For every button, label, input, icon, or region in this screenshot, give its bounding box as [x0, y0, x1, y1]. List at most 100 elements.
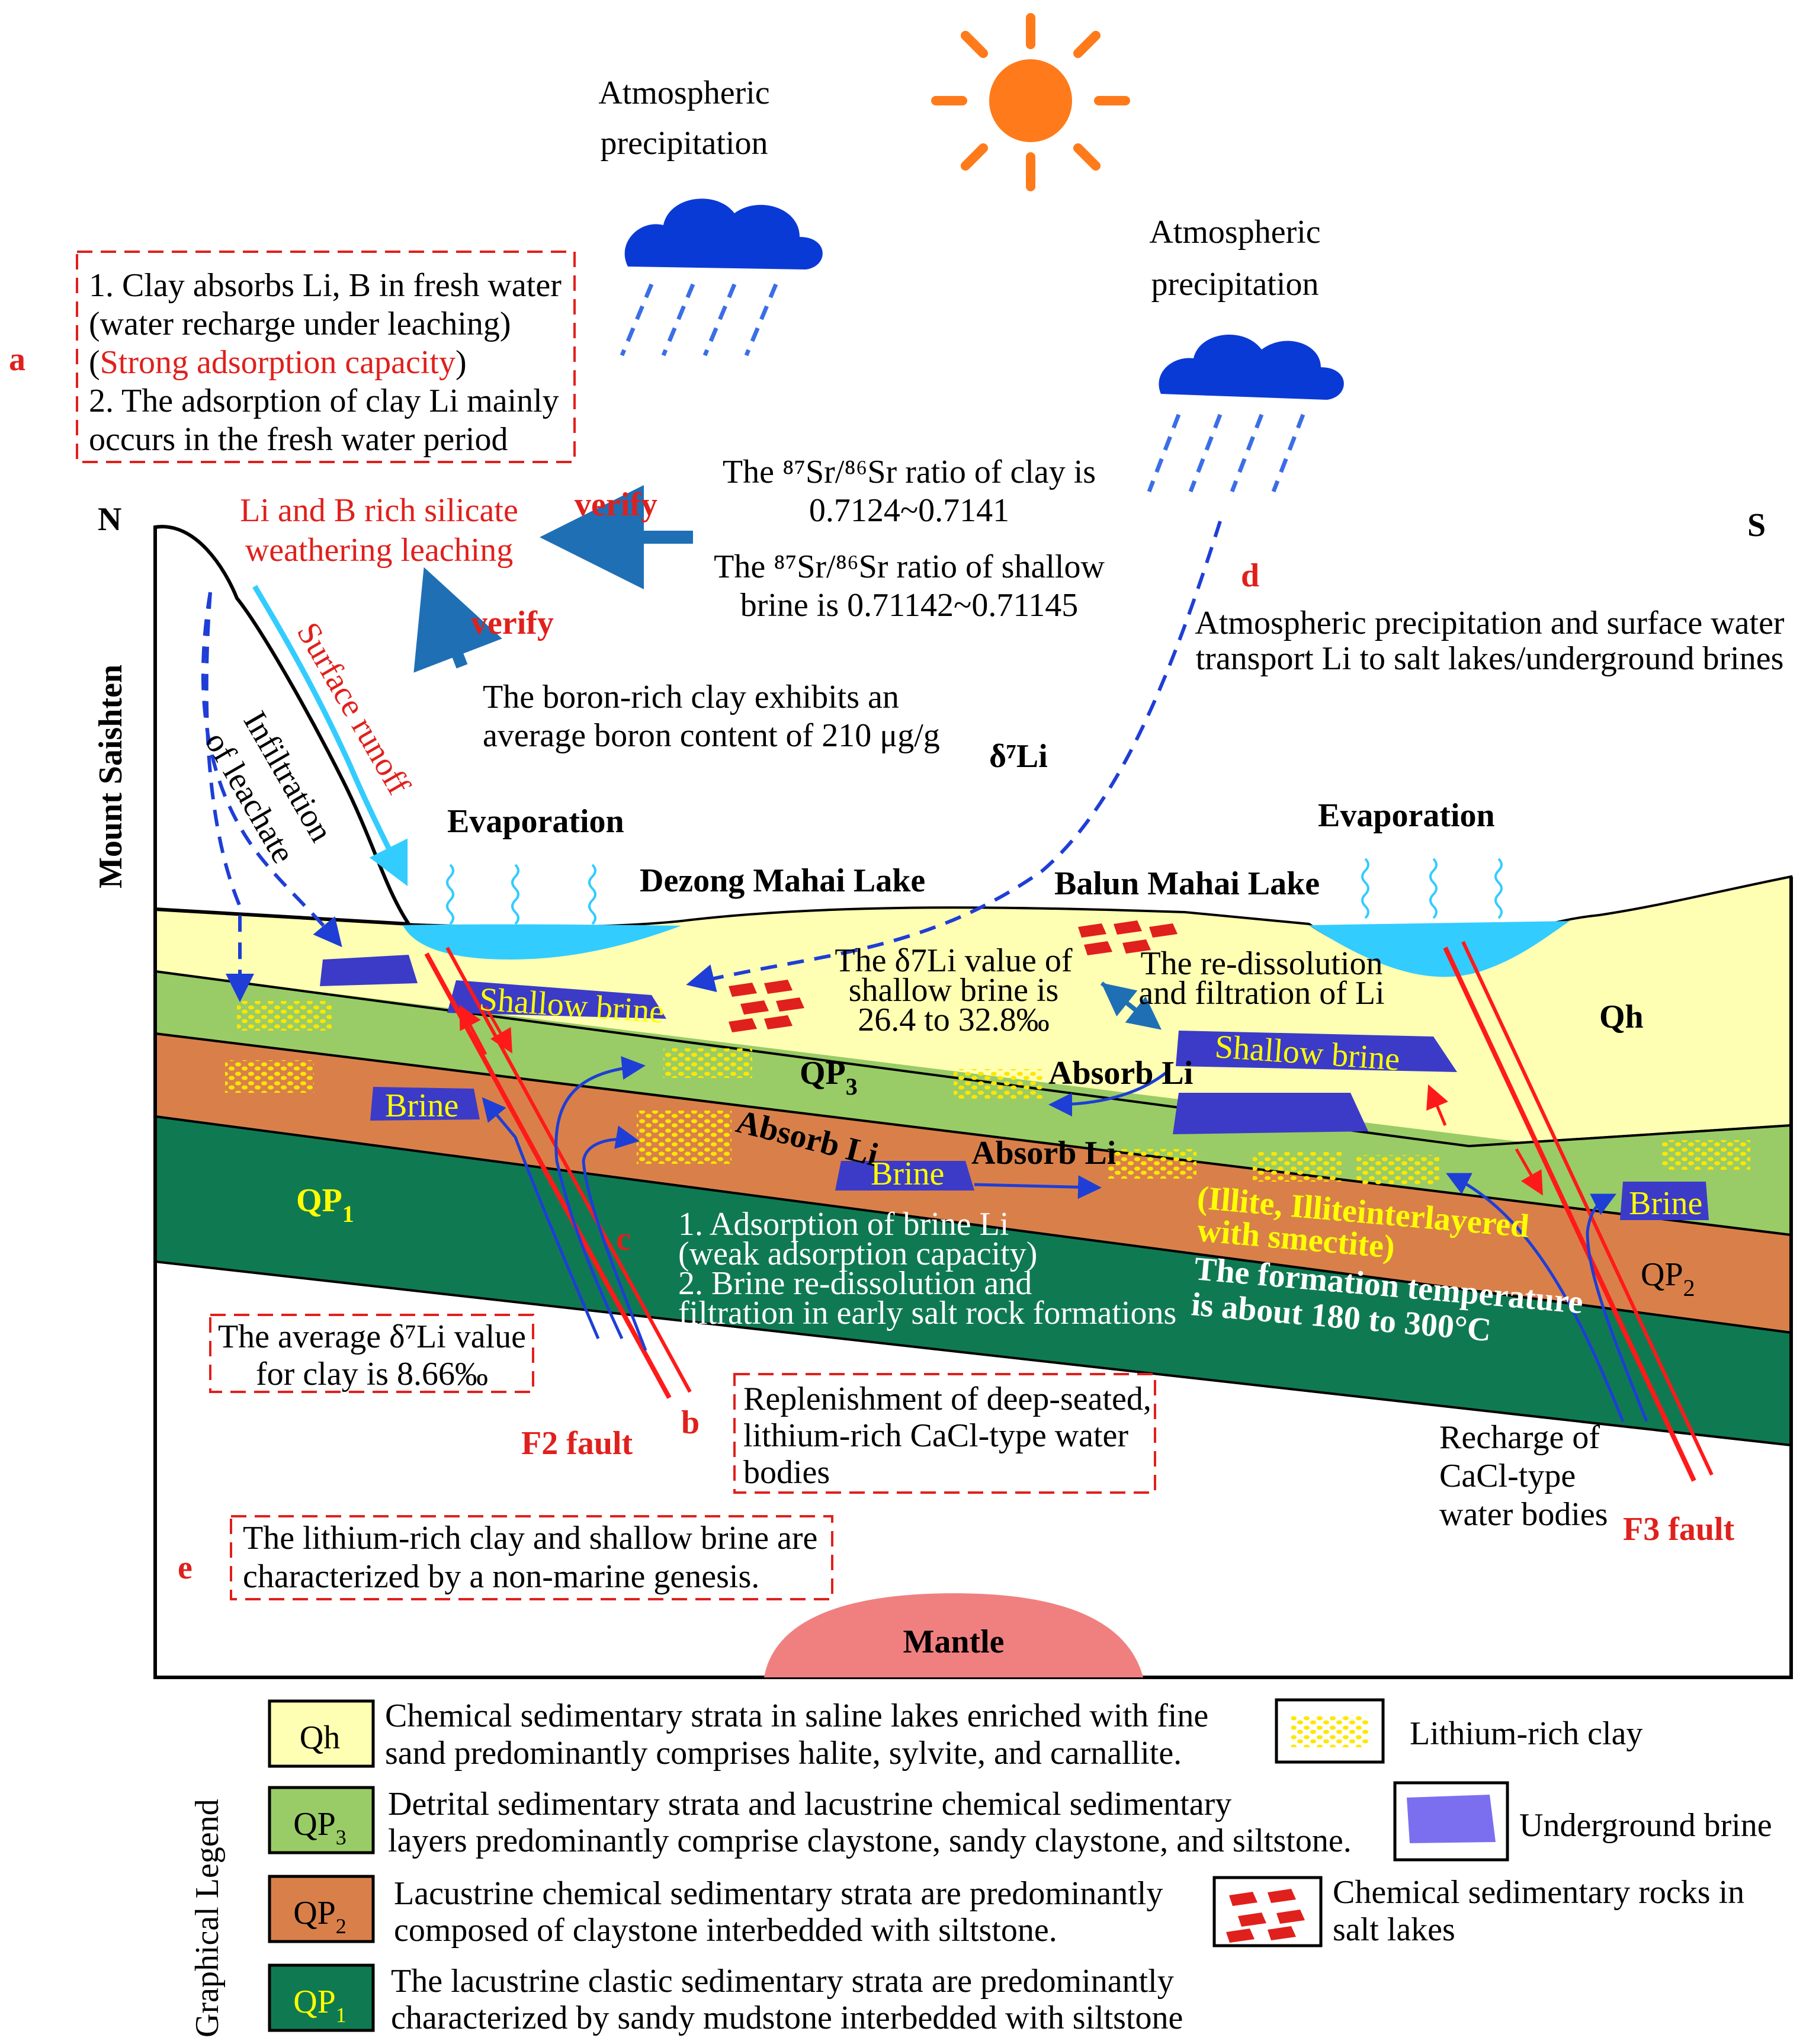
boron-1: The boron-rich clay exhibits an [483, 679, 899, 715]
brine-blob [835, 1161, 974, 1191]
legend-swatch-qp1 [268, 1963, 375, 2032]
svg-text:salt lakes: salt lakes [1333, 1911, 1455, 1948]
svg-text:The lacustrine clastic sedimen: The lacustrine clastic sedimentary strat… [391, 1963, 1174, 2000]
svg-text:QP2: QP2 [293, 1895, 347, 1938]
box-a-line-5: occurs in the fresh water period [89, 421, 508, 458]
box-a-line-2: (water recharge under leaching) [89, 306, 511, 342]
chemical-rock-deposits [729, 920, 1178, 1032]
brine-blob [370, 1087, 480, 1121]
lithium-clay [1108, 1149, 1196, 1179]
brine-blob [1620, 1182, 1709, 1220]
precip-left-1: Atmospheric [598, 75, 769, 111]
d7li-brine-2: shallow brine is [849, 972, 1059, 1009]
brine-label-3: Brine [1629, 1185, 1702, 1222]
svg-text:Lacustrine chemical sedimentar: Lacustrine chemical sedimentary strata a… [394, 1875, 1163, 1912]
box-e-frame [230, 1515, 833, 1600]
lithium-clay [1253, 1152, 1342, 1182]
c-text-2: (weak adsorption capacity) [678, 1236, 1037, 1272]
boron-2: average boron content of 210 μg/g [483, 717, 940, 754]
d7li-brine-1: The δ7Li value of [835, 942, 1072, 979]
recharge-2: CaCl-type [1439, 1458, 1576, 1494]
svg-text:Chemical sedimentary strata in: Chemical sedimentary strata in saline la… [385, 1698, 1208, 1734]
verify-label-2: verify [471, 605, 554, 641]
weathering-2: weathering leaching [245, 532, 513, 569]
lake-dezong [403, 924, 681, 960]
lithium-clay [1661, 1140, 1750, 1170]
sun-icon [931, 13, 1130, 191]
verify-label-1: verify [575, 486, 657, 523]
d-letter: d [1241, 557, 1259, 594]
lithium-clay [1356, 1155, 1439, 1185]
precip-left-2: precipitation [600, 125, 768, 162]
layer-basement [155, 1262, 1791, 1677]
qp3-label: QP3 [800, 1055, 858, 1100]
svg-text:characterized by sandy mudston: characterized by sandy mudstone interbed… [391, 2000, 1183, 2036]
box-a-line-4: 2. The adsorption of clay Li mainly [89, 383, 559, 419]
c-text-4: filtration in early salt rock formations [678, 1295, 1176, 1331]
lithium-clay [954, 1069, 1042, 1099]
text-layer: Atmospheric precipitation Atmospheric pr… [9, 75, 1785, 1660]
recharge-1: Recharge of [1439, 1419, 1600, 1456]
f3-fault-line [1461, 941, 1714, 1476]
flow-arrows [201, 485, 1222, 1199]
mantle-label: Mantle [903, 1623, 1004, 1660]
sr-clay-2: 0.7124~0.7141 [809, 492, 1009, 529]
box-d7li-1: The average δ⁷Li value [218, 1318, 526, 1355]
svg-text:Detrital sedimentary strata an: Detrital sedimentary strata and lacustri… [388, 1786, 1231, 1822]
svg-text:Qh: Qh [300, 1719, 340, 1756]
lake-balun-label: Balun Mahai Lake [1054, 865, 1320, 902]
lithium-clay [637, 1111, 732, 1164]
f3-fault-label: F3 fault [1623, 1511, 1735, 1548]
svg-text:QP3: QP3 [293, 1806, 347, 1849]
f2-fault-line [445, 946, 692, 1393]
delta-li-label: δ⁷Li [989, 738, 1048, 775]
brine-label-2: Brine [871, 1156, 944, 1192]
box-d7li-frame [209, 1314, 534, 1393]
brine-blob [1176, 1031, 1457, 1072]
legend-swatch-qp3 [268, 1786, 375, 1854]
svg-text:Chemical sedimentary rocks in: Chemical sedimentary rocks in [1333, 1874, 1744, 1911]
svg-text:sand predominantly comprises h: sand predominantly comprises halite, syl… [385, 1735, 1182, 1772]
lake-balun [1309, 921, 1570, 977]
north-label: N [98, 501, 121, 538]
mount-saishten-label: Mount Saishten [92, 665, 129, 888]
lithium-clay [663, 1048, 752, 1078]
d-text-2: transport Li to salt lakes/underground b… [1196, 640, 1784, 677]
brine-label-1: Brine [385, 1087, 458, 1124]
lake-dezong-label: Dezong Mahai Lake [640, 862, 925, 899]
box-a-line-3: (Strong adsorption capacity) [89, 344, 467, 381]
weathering-1: Li and B rich silicate [240, 492, 518, 529]
cloud-rain-icon-left [620, 198, 823, 357]
sr-clay-1: The ⁸⁷Sr/⁸⁶Sr ratio of clay is [723, 454, 1096, 490]
absorb-li-1: Absorb Li [1048, 1055, 1193, 1092]
brine-blob [447, 980, 666, 1019]
legend-swatch-qh [268, 1699, 375, 1768]
faults [424, 941, 1714, 1482]
lithium-clay-deposits [225, 1001, 1750, 1185]
box-a-frame [76, 251, 576, 463]
redissolution-1: The re-dissolution [1140, 945, 1382, 982]
box-d7li-2: for clay is 8.66‰ [256, 1356, 488, 1392]
brine-blob [1173, 1093, 1368, 1134]
cross-section [153, 525, 1793, 1679]
c-letter: c [616, 1221, 631, 1257]
c-text-1: 1. Adsorption of brine Li [678, 1206, 1009, 1243]
sr-brine-1: The ⁸⁷Sr/⁸⁶Sr ratio of shallow [714, 548, 1105, 585]
cloud-rain-icon-right [1147, 334, 1344, 493]
box-b-2: lithium-rich CaCl-type water [743, 1417, 1128, 1454]
box-b-letter: b [681, 1404, 700, 1441]
evaporation-waves [446, 858, 1503, 925]
qh-label: Qh [1599, 999, 1644, 1035]
absorb-li-3: Absorb Li [971, 1135, 1116, 1172]
legend-title: Graphical Legend [189, 1799, 226, 2037]
box-b-3: bodies [743, 1454, 830, 1491]
brine-blob [320, 955, 418, 986]
qp1-label: QP1 [296, 1182, 354, 1227]
qp2-label: QP2 [1641, 1256, 1695, 1301]
box-a-line-1: 1. Clay absorbs Li, B in fresh water [89, 267, 562, 304]
f2-fault-label: F2 fault [521, 1425, 633, 1462]
evaporation-right: Evaporation [1318, 797, 1495, 834]
f3-fault-line [1443, 946, 1696, 1482]
svg-text:Underground brine: Underground brine [1519, 1807, 1772, 1844]
brine-bodies [320, 955, 1709, 1220]
